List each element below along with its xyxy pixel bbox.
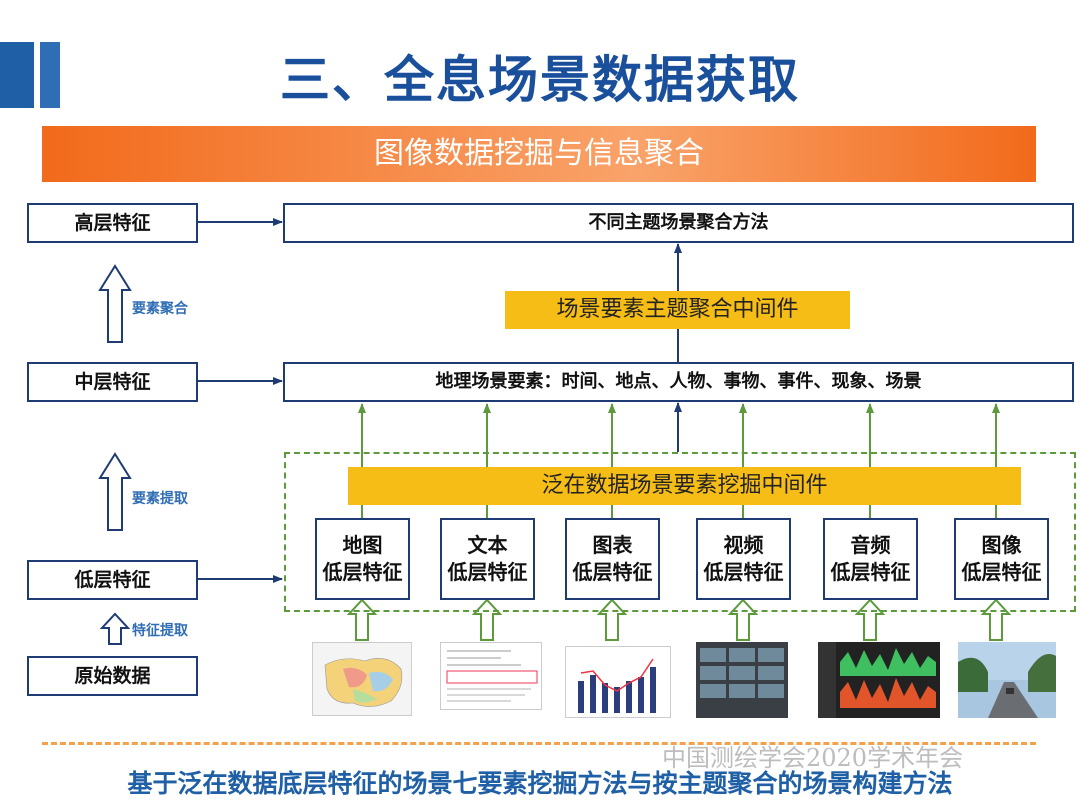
extract-label: 要素提取: [132, 491, 188, 507]
mid-level-feature-box: 中层特征: [27, 362, 198, 402]
title-decoration-bar-small: [40, 42, 60, 108]
title-decoration-bar: [0, 42, 34, 108]
theme-aggregation-middleware: 场景要素主题聚合中间件: [505, 291, 850, 329]
image-thumbnail: [958, 642, 1056, 718]
low-level-feature-box: 低层特征: [27, 560, 198, 600]
feature-box-map: 地图低层特征: [315, 518, 410, 600]
up-arrow-feature-extract: [99, 612, 131, 645]
section-banner: 图像数据挖掘与信息聚合: [42, 126, 1036, 182]
feature-box-audio: 音频低层特征: [823, 518, 918, 600]
up-arrow-extract: [98, 452, 132, 531]
text-thumbnail: [440, 642, 542, 710]
footer-divider: [42, 742, 1036, 745]
slide-title: 三、全息场景数据获取: [280, 51, 800, 109]
feature-extract-label: 特征提取: [132, 623, 188, 639]
feature-box-chart: 图表低层特征: [565, 518, 660, 600]
feature-box-video: 视频低层特征: [696, 518, 791, 600]
aggregate-label: 要素聚合: [132, 301, 188, 317]
map-thumbnail: [312, 642, 412, 716]
chart-thumbnail: [565, 646, 671, 718]
feature-box-text: 文本低层特征: [440, 518, 535, 600]
high-level-feature-box: 高层特征: [27, 203, 198, 243]
raw-data-box: 原始数据: [27, 656, 198, 696]
geo-scene-elements-box: 地理场景要素：时间、地点、人物、事物、事件、现象、场景: [283, 362, 1074, 402]
footer-caption: 基于泛在数据底层特征的场景七要素挖掘方法与按主题聚合的场景构建方法: [127, 769, 953, 798]
theme-aggregation-box: 不同主题场景聚合方法: [283, 203, 1074, 243]
video-thumbnail: [696, 642, 788, 718]
audio-thumbnail: [818, 642, 940, 718]
up-arrow-aggregate: [98, 264, 132, 343]
conference-watermark: 中国测绘学会2020学术年会: [662, 744, 964, 772]
mining-region: [284, 452, 1076, 612]
feature-box-image: 图像低层特征: [954, 518, 1049, 600]
mining-middleware: 泛在数据场景要素挖掘中间件: [348, 467, 1021, 505]
